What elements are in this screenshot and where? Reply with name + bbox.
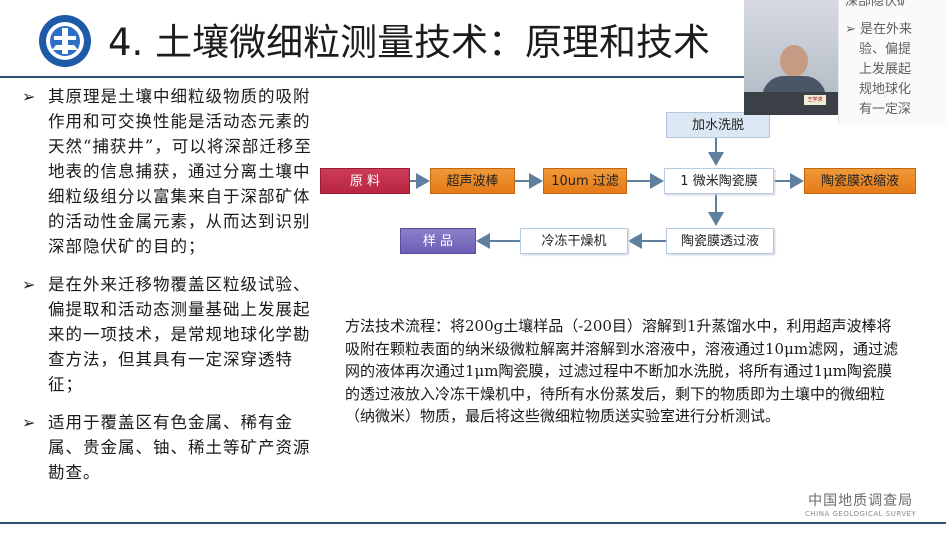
preview-line: 深部隐伏矿 <box>845 0 911 9</box>
preview-line: 有一定深 <box>859 102 912 117</box>
flow-box-10um-filter: 10um 过滤 <box>543 168 627 194</box>
watermark-cn: 中国地质调查局 <box>808 493 914 509</box>
arrow-bullet-icon: ➢ <box>22 87 37 106</box>
flow-box-water-wash: 加水洗脱 <box>666 112 770 138</box>
slide-title: 4. 土壤微细粒测量技术：原理和技术 <box>108 21 711 64</box>
preview-line: ➢ 是在外来 <box>845 22 913 37</box>
bullet-item: ➢ 适用于覆盖区有色金属、稀有金属、贵金属、铀、稀土等矿产资源勘查。 <box>22 410 322 485</box>
side-slide-preview: 深部隐伏矿 ➢ 是在外来 验、偏提 上发展起 规地球化 有一定深 <box>838 0 946 125</box>
flow-box-permeate: 陶瓷膜透过液 <box>666 228 774 254</box>
preview-line: 规地球化 <box>859 82 912 97</box>
arrow-bullet-icon: ➢ <box>845 22 861 37</box>
preview-line: 上发展起 <box>859 62 912 77</box>
flow-box-freeze-dryer: 冷冻干燥机 <box>520 228 628 254</box>
bullet-text: 适用于覆盖区有色金属、稀有金属、贵金属、铀、稀土等矿产资源勘查。 <box>48 413 311 482</box>
flow-box-raw-material: 原 料 <box>320 168 410 194</box>
watermark-en: CHINA GEOLOGICAL SURVEY <box>805 510 917 518</box>
flow-box-1um-ceramic: 1 微米陶瓷膜 <box>664 168 774 194</box>
flow-box-sample: 样 品 <box>400 228 476 254</box>
flow-box-ultrasonic: 超声波棒 <box>430 168 515 194</box>
cgs-logo-icon <box>39 15 91 67</box>
bullet-list: ➢ 其原理是土壤中细粒级物质的吸附作用和可交换性能是活动态元素的天然“捕获井”，… <box>22 84 322 498</box>
nameplate: 王学求 <box>804 95 826 105</box>
bullet-item: ➢ 是在外来迁移物覆盖区粒级试验、偏提取和活动态测量基础上发展起来的一项技术，是… <box>22 272 322 397</box>
title-divider <box>0 76 946 78</box>
cgs-watermark: 中国地质调查局 CHINA GEOLOGICAL SURVEY <box>805 490 916 518</box>
preview-line: 验、偏提 <box>859 42 912 57</box>
arrow-bullet-icon: ➢ <box>22 413 37 432</box>
arrow-bullet-icon: ➢ <box>22 275 37 294</box>
method-description: 方法技术流程：将200g土壤样品（-200目）溶解到1升蒸馏水中，利用超声波棒将… <box>345 317 899 425</box>
bullet-item: ➢ 其原理是土壤中细粒级物质的吸附作用和可交换性能是活动态元素的天然“捕获井”，… <box>22 84 322 259</box>
footer-divider <box>0 522 946 524</box>
bullet-text: 其原理是土壤中细粒级物质的吸附作用和可交换性能是活动态元素的天然“捕获井”，可以… <box>48 87 312 256</box>
bullet-text: 是在外来迁移物覆盖区粒级试验、偏提取和活动态测量基础上发展起来的一项技术，是常规… <box>48 275 311 394</box>
flow-box-concentrate: 陶瓷膜浓缩液 <box>804 168 916 194</box>
speaker-head <box>780 45 808 77</box>
speaker-video-feed: 王学求 <box>744 0 838 115</box>
